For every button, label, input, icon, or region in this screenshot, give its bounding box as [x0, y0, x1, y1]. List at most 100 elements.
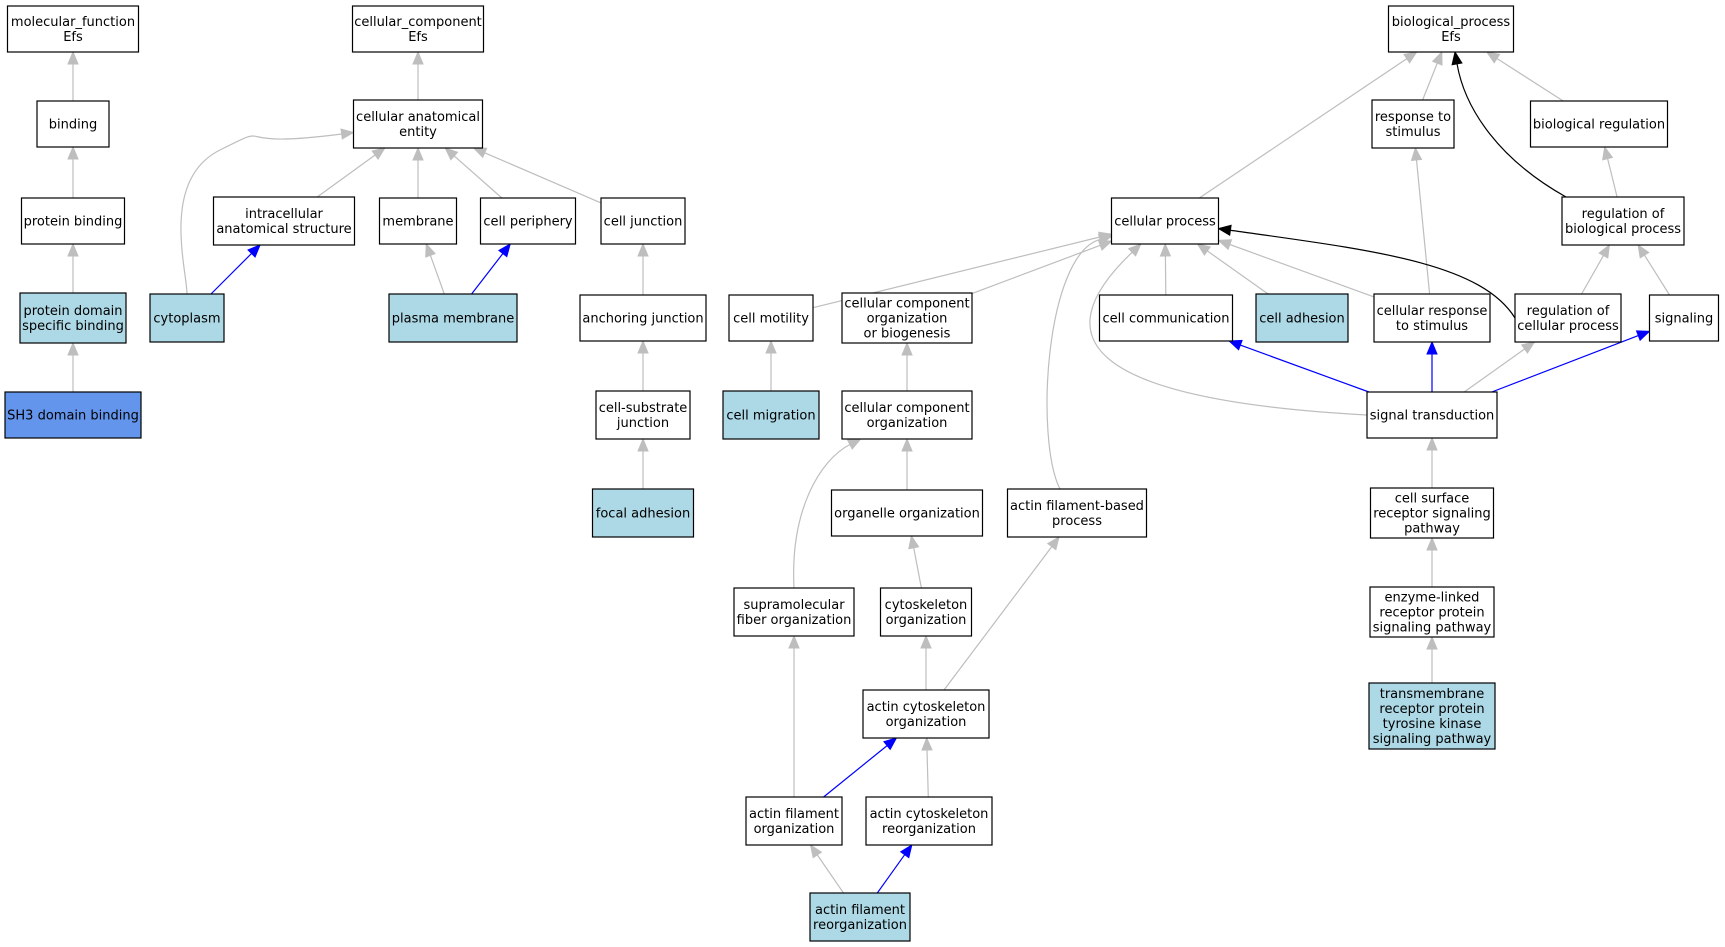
node-label: Efs: [408, 30, 428, 45]
edge-is-a: [425, 242, 445, 295]
go-term-node[interactable]: cell periphery: [479, 197, 577, 245]
node-label: fiber organization: [737, 613, 852, 628]
arrowhead-icon: [1159, 242, 1172, 257]
go-term-node[interactable]: membrane: [378, 197, 458, 245]
node-box: [1369, 586, 1495, 638]
go-term-node[interactable]: signaling: [1648, 294, 1720, 342]
go-term-node[interactable]: SH3 domain binding: [4, 391, 142, 439]
node-box: [745, 796, 843, 846]
node-box: [378, 197, 458, 245]
go-term-node[interactable]: biological regulation: [1529, 100, 1669, 148]
edge-is-a: [901, 341, 913, 391]
arrowhead-icon: [67, 50, 79, 65]
go-term-node[interactable]: plasma membrane: [388, 293, 518, 343]
arrowhead-icon: [846, 438, 862, 450]
node-box: [212, 196, 356, 246]
node-label: protein domain: [23, 304, 122, 319]
node-label: biological_process: [1392, 15, 1511, 30]
edge-line: [913, 547, 922, 589]
node-box: [733, 587, 855, 637]
edge-is-a: [67, 242, 79, 293]
arrowhead-icon: [1426, 635, 1438, 650]
edge-is-a: [1159, 242, 1172, 296]
node-box: [595, 390, 691, 440]
arrowhead-icon: [1217, 239, 1233, 251]
edge-line: [210, 253, 252, 295]
edge-regulates: [1451, 50, 1567, 198]
edge-is-a: [971, 240, 1113, 295]
edge-is-a: [1637, 243, 1671, 296]
edge-is-a: [1198, 51, 1418, 199]
go-term-node[interactable]: cell communication: [1098, 294, 1234, 342]
go-term-node[interactable]: cytoplasm: [149, 293, 225, 343]
edge-is-a: [788, 634, 800, 797]
arrowhead-icon: [901, 341, 913, 356]
arrowhead-icon: [1046, 535, 1060, 551]
edge-is-a: [67, 341, 79, 392]
go-term-node[interactable]: cellular process: [1110, 197, 1220, 245]
arrowhead-icon: [637, 437, 649, 452]
edge-is-a: [1485, 51, 1564, 102]
node-label: cell communication: [1102, 312, 1229, 327]
go-term-node[interactable]: cell junction: [600, 197, 686, 245]
go-term-node[interactable]: organelle organization: [830, 489, 984, 537]
go-term-node[interactable]: signal transduction: [1366, 391, 1498, 439]
go-term-node[interactable]: focal adhesion: [591, 488, 695, 538]
node-label: to stimulus: [1396, 319, 1468, 334]
node-box: [1371, 99, 1455, 149]
arrowhead-icon: [899, 843, 913, 859]
edge-part-of: [471, 242, 511, 295]
edge-is-a: [1089, 243, 1368, 416]
go-term-node[interactable]: binding: [36, 100, 110, 148]
edge-line: [316, 154, 376, 198]
arrowhead-icon: [1217, 224, 1232, 237]
edge-is-a: [1046, 234, 1113, 490]
node-box: [1006, 488, 1148, 538]
node-label: cellular process: [1517, 319, 1619, 334]
node-label: entity: [399, 125, 437, 140]
arrowhead-icon: [908, 534, 920, 550]
node-label: cellular_component: [354, 15, 482, 30]
arrowhead-icon: [67, 341, 79, 356]
edge-line: [1229, 243, 1375, 298]
node-label: actin filament: [749, 807, 839, 822]
node-label: cell junction: [604, 215, 683, 230]
node-label: intracellular: [245, 207, 323, 222]
edge-is-a: [1196, 243, 1269, 295]
node-label: process: [1052, 514, 1102, 529]
go-term-node[interactable]: cell motility: [728, 294, 814, 342]
go-term-node[interactable]: cell migration: [722, 390, 820, 440]
node-label: regulation of: [1582, 207, 1665, 222]
edge-is-a: [637, 437, 649, 489]
go-term-node[interactable]: protein binding: [20, 197, 126, 245]
edge-is-a: [1602, 145, 1618, 198]
node-box: [6, 5, 140, 53]
go-term-node[interactable]: cell adhesion: [1255, 293, 1349, 343]
node-box: [1110, 197, 1220, 245]
go-term-node[interactable]: anchoring junction: [579, 294, 707, 342]
